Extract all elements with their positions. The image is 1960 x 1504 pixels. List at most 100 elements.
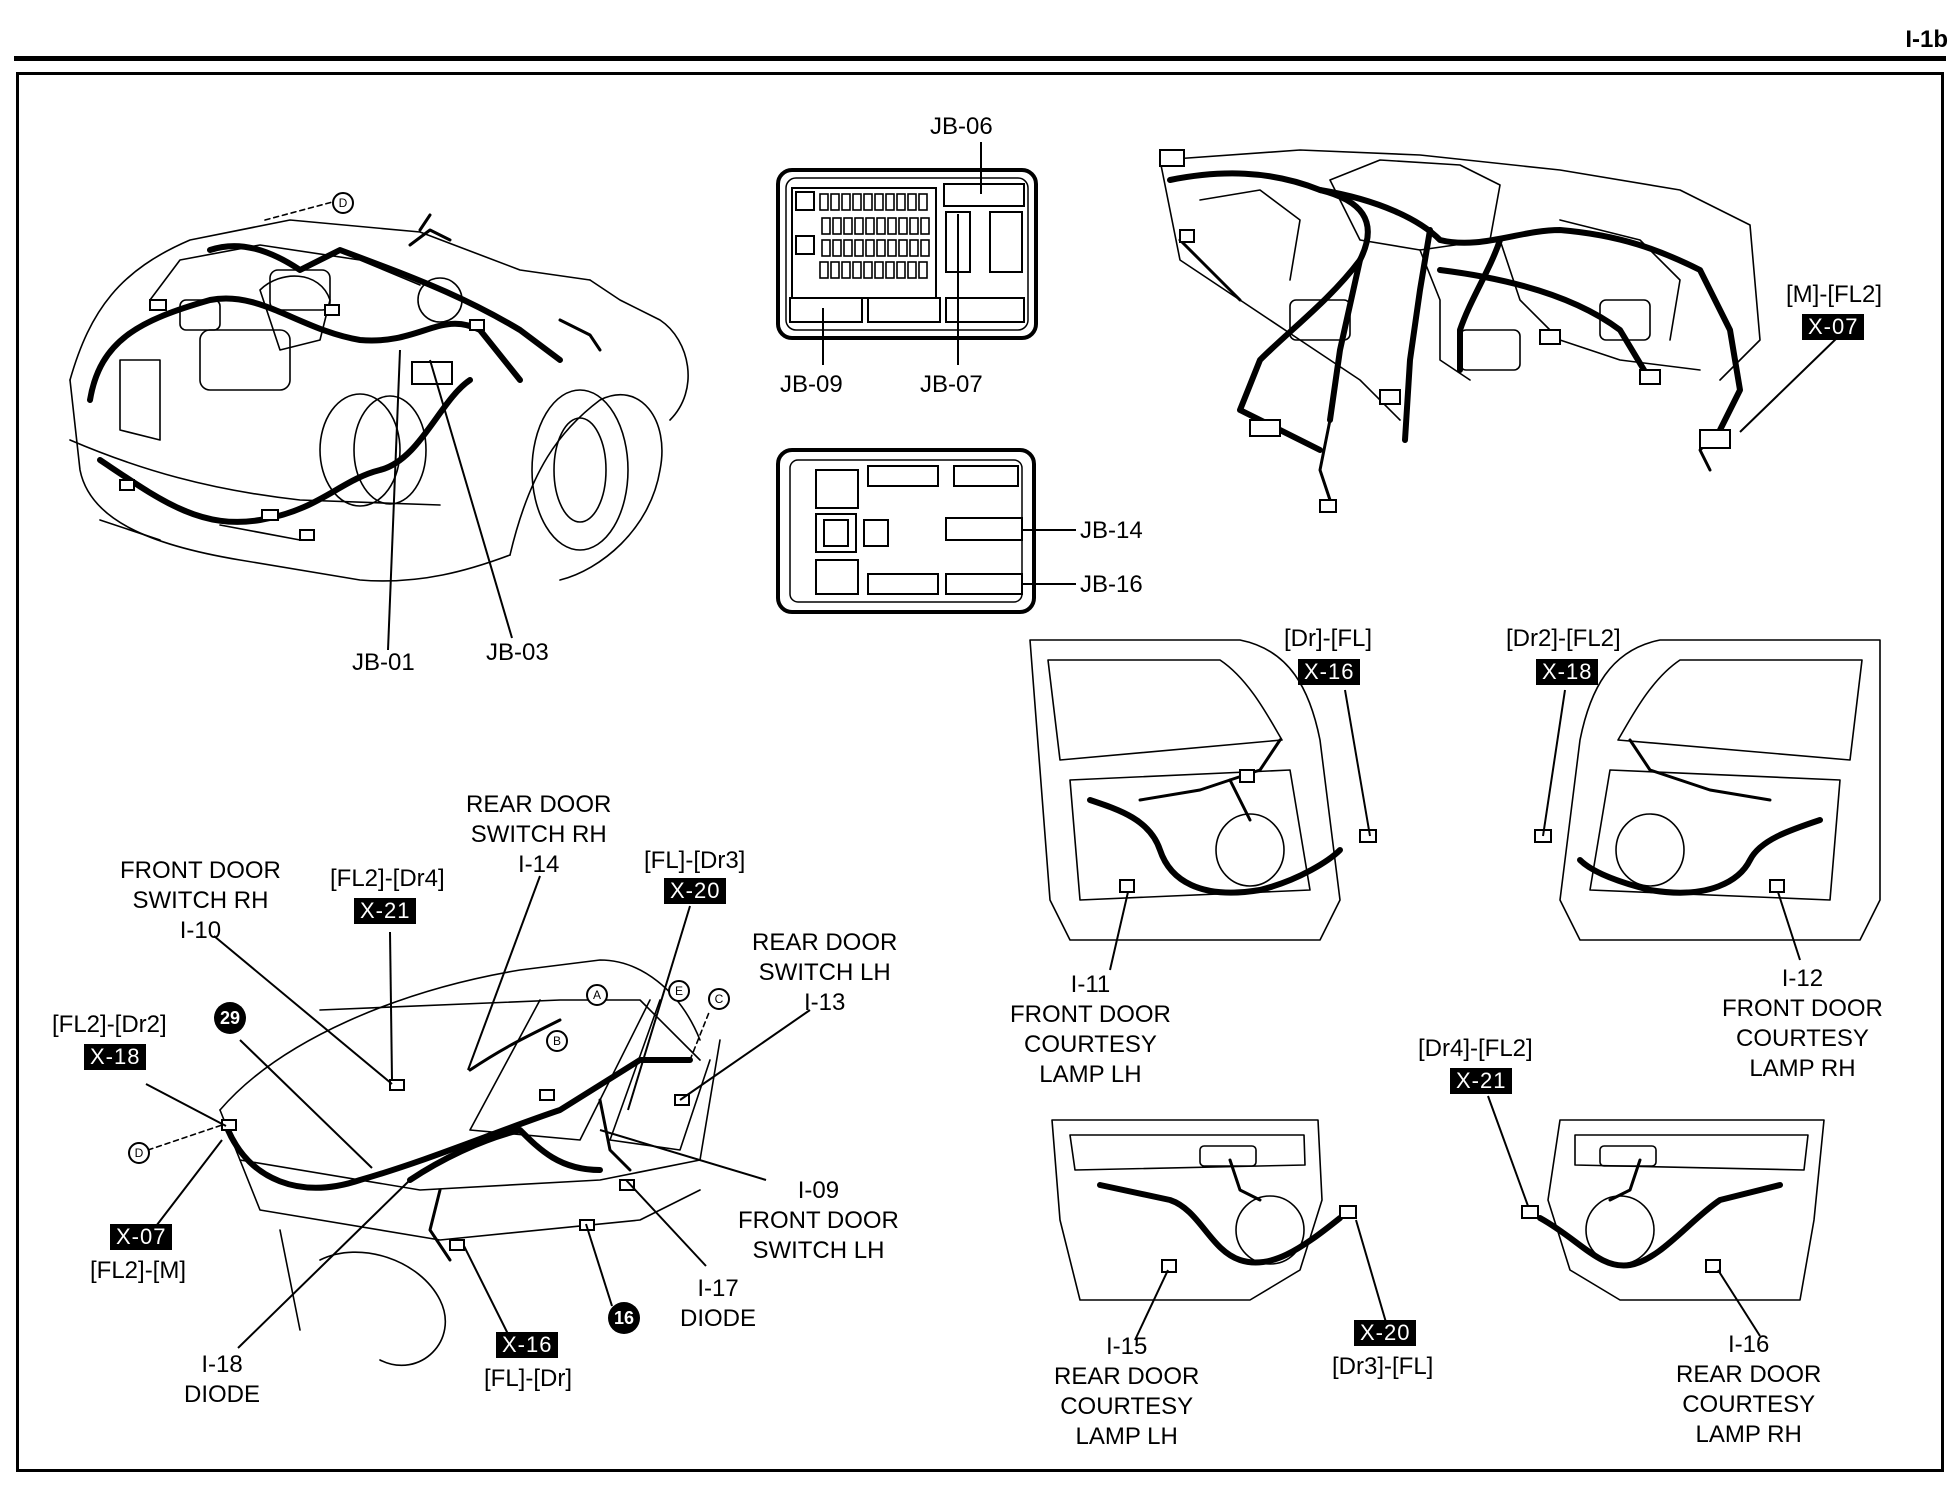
fuse-slot [887,217,897,235]
dr4-fl2-label: [Dr4]-[FL2] [1418,1035,1533,1062]
badge29-leader [239,1039,373,1169]
x21-left-leader [389,931,393,1081]
i17-leader [625,1179,707,1267]
x16-top-leader [1344,689,1371,837]
rear-door-lh-illustration [1051,1119,1357,1301]
i11-leader [1109,891,1129,971]
x16-left-leader [463,1245,513,1343]
x07-left-leader [149,1139,223,1235]
i12-leader [1777,891,1801,961]
m-fl2-label: [M]-[FL2] [1786,281,1883,308]
fuse-slot [821,239,831,257]
jb-03-leader [429,359,513,639]
fl2-dr4-label: [FL2]-[Dr4] [330,865,445,892]
fuse-slot [907,193,917,211]
fuse-slot [830,193,840,211]
fuse-slot [863,193,873,211]
fuse-slot [909,239,919,257]
i14-label: REAR DOOR SWITCH RH I-14 [466,791,612,878]
fuse-slot [920,217,930,235]
x07-left-tag: X-07 [110,1224,173,1250]
dr-fl-label: [Dr]-[FL] [1284,625,1372,652]
x21-mid-leader [1487,1095,1529,1207]
fuse-slot [819,261,829,279]
ref-letter-d-top: D [332,192,354,214]
i16-leader [1717,1269,1761,1337]
x18-top-tag: X-18 [1536,659,1599,685]
i10-label: FRONT DOOR SWITCH RH I-10 [120,857,281,944]
x18-top-leader [1542,689,1566,837]
x20-left-car-leader [627,905,691,1111]
ref-letter-a: A [586,984,608,1006]
fl2-m-label: [FL2]-[M] [90,1257,187,1284]
fuse-slot [821,217,831,235]
jb-07-label: JB-07 [920,371,983,398]
diagram-frame [16,72,1944,1472]
fuse-slot [865,239,875,257]
engine-bay-illustration [69,199,689,582]
ref-letter-c: C [708,988,730,1010]
fuse-slot [907,261,917,279]
x18-left-tag: X-18 [84,1044,147,1070]
fuse-slot [852,193,862,211]
ref-letter-b: B [546,1030,568,1052]
fuse-slot [841,193,851,211]
fuse-slot [920,239,930,257]
fuse-slot [832,239,842,257]
fuse-slot [863,261,873,279]
instrument-panel-illustration [1159,149,1761,513]
page-number: I-1b [1905,26,1948,53]
junction-box-lower [776,448,1036,614]
i14-leader [467,875,541,1071]
fuse-slot [909,217,919,235]
fuse-slot [918,193,928,211]
fl-dr3-label: [FL]-[Dr3] [644,847,746,874]
jb-03-label: JB-03 [486,639,549,666]
x16-top-tag: X-16 [1298,659,1361,685]
x18-left-leader [145,1083,227,1127]
fuse-slot [918,261,928,279]
i15-label: I-15 REAR DOOR COURTESY LAMP LH [1054,1333,1200,1450]
i09-label: I-09 FRONT DOOR SWITCH LH [738,1177,899,1264]
jb-14-label: JB-14 [1080,517,1143,544]
fuse-slot [854,217,864,235]
fuse-slot [819,193,829,211]
i17-label: I-17 DIODE [680,1275,757,1332]
fuse-slot [854,239,864,257]
junction-box-upper [776,168,1038,340]
jb-06-label: JB-06 [930,113,993,140]
rear-door-rh-illustration [1521,1119,1825,1301]
relay-slot [795,235,815,255]
x07-top-leader [1739,334,1841,433]
jb-01-label: JB-01 [352,649,415,676]
x21-left-tag: X-21 [354,898,417,924]
badge-29: 29 [214,1002,246,1034]
header-rule [14,56,1946,61]
i13-leader [679,1009,811,1101]
fuse-slot [865,217,875,235]
badge16-leader [585,1223,613,1307]
jb-09-label: JB-09 [780,371,843,398]
fl2-dr2-label: [FL2]-[Dr2] [52,1011,167,1038]
ref-letter-e: E [668,980,690,1002]
i13-label: REAR DOOR SWITCH LH I-13 [752,929,898,1016]
fuse-slot [876,239,886,257]
fuse-slot [887,239,897,257]
relay-slot [795,191,815,211]
fuse-slot [885,193,895,211]
fuse-slot [898,217,908,235]
fuse-slot [874,193,884,211]
badge-16: 16 [608,1302,640,1334]
front-door-lh-illustration [1029,639,1377,941]
x20-bottom-tag: X-20 [1354,1320,1417,1346]
fuse-slot [874,261,884,279]
jb-01-leader [387,349,401,651]
x07-top-tag: X-07 [1802,314,1865,340]
jb-16-label: JB-16 [1080,571,1143,598]
fuse-slot [852,261,862,279]
i16-label: I-16 REAR DOOR COURTESY LAMP RH [1676,1331,1822,1448]
i18-label: I-18 DIODE [184,1351,261,1408]
i10-leader [213,935,393,1085]
i12-label: I-12 FRONT DOOR COURTESY LAMP RH [1722,965,1883,1082]
